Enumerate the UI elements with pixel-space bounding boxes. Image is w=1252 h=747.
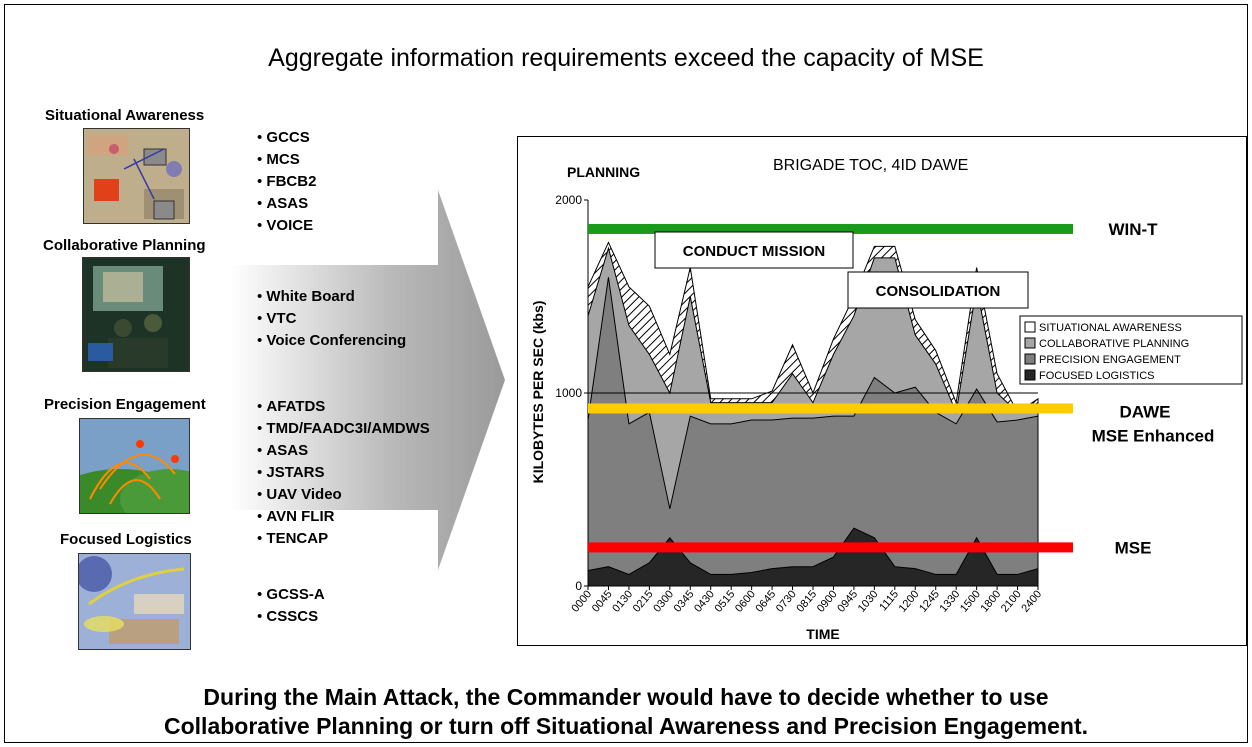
x-axis-label: TIME — [806, 626, 839, 642]
system-item: GCSS-A — [257, 584, 324, 606]
focused-logistics-image — [78, 553, 191, 650]
x-tick-label: 0600 — [733, 588, 758, 614]
annotation-box-consolidation — [847, 271, 1029, 309]
legend-swatch — [1024, 321, 1036, 333]
planning-label: PLANNING — [567, 164, 640, 180]
annotation-box-conduct-mission — [654, 231, 854, 269]
threshold-bar-mse — [588, 542, 1073, 553]
x-tick-label: 0900 — [815, 588, 840, 614]
threshold-bar-dawe — [588, 403, 1073, 414]
x-tick-label: 1245 — [917, 588, 942, 614]
situational-awareness-map-image — [83, 128, 190, 224]
system-item: White Board — [257, 286, 406, 308]
system-item: FBCB2 — [257, 171, 316, 193]
system-item: AFATDS — [257, 396, 430, 418]
x-tick-label: 0300 — [651, 588, 676, 614]
system-item: ASAS — [257, 440, 430, 462]
legend-label: SITUATIONAL AWARENESS — [1039, 322, 1182, 334]
x-tick-label: 2400 — [1019, 588, 1044, 614]
system-item: Voice Conferencing — [257, 330, 406, 352]
x-tick-label: 0730 — [774, 588, 799, 614]
legend-swatch — [1024, 353, 1036, 365]
section-title-collaborative-planning: Collaborative Planning — [43, 237, 206, 254]
section-title-focused-logistics: Focused Logistics — [60, 531, 192, 548]
x-tick-label: 0945 — [835, 588, 860, 614]
situational-awareness-systems: GCCS MCS FBCB2 ASAS VOICE — [257, 127, 316, 237]
x-tick-label: 0815 — [794, 588, 819, 614]
x-tick-label: 0345 — [672, 588, 697, 614]
x-tick-label: 1200 — [897, 588, 922, 614]
slide-title: Aggregate information requirements excee… — [268, 44, 984, 72]
x-tick-label: 2100 — [999, 588, 1024, 614]
legend-box — [1019, 315, 1243, 385]
x-tick-label: 1500 — [958, 588, 983, 614]
system-item: ASAS — [257, 193, 316, 215]
system-item: CSSCS — [257, 606, 325, 628]
system-item: UAV Video — [257, 484, 430, 506]
section-title-situational-awareness: Situational Awareness — [45, 107, 205, 124]
series-area-focused-logistics — [587, 527, 1039, 587]
system-item: VTC — [257, 308, 406, 330]
x-tick-label: 0645 — [753, 588, 778, 614]
legend-label: COLLABORATIVE PLANNING — [1039, 338, 1189, 350]
focused-logistics-systems: GCSS-A CSSCS — [257, 584, 325, 628]
system-item: VOICE — [257, 215, 316, 237]
precision-engagement-systems: AFATDS TMD/FAADC3I/AMDWS ASAS JSTARS UAV… — [257, 396, 430, 550]
x-tick-label: 1330 — [938, 588, 963, 614]
bottom-caption: During the Main Attack, the Commander wo… — [0, 683, 1252, 741]
annotation-conduct-mission: CONDUCT MISSION — [683, 243, 826, 260]
threshold-label-mse: MSE — [1115, 538, 1152, 557]
system-item: TMD/FAADC3I/AMDWS — [257, 418, 429, 440]
legend-swatch — [1024, 369, 1036, 381]
x-tick-label: 1115 — [877, 588, 901, 613]
system-item: JSTARS — [257, 462, 430, 484]
y-axis-label: KILOBYTES PER SEC (kbs) — [530, 301, 546, 484]
system-item: MCS — [257, 149, 316, 171]
annotation-consolidation: CONSOLIDATION — [876, 283, 1001, 300]
precision-engagement-image — [79, 418, 190, 514]
y-tick-label: 2000 — [555, 193, 582, 207]
section-title-precision-engagement: Precision Engagement — [44, 396, 206, 413]
series-area-precision-engagement — [587, 277, 1039, 587]
collaborative-planning-systems: White Board VTC Voice Conferencing — [257, 286, 406, 352]
x-tick-label: 1030 — [856, 588, 881, 614]
x-tick-label: 0130 — [610, 588, 635, 614]
bottom-caption-line-2: Collaborative Planning or turn off Situa… — [164, 713, 1088, 739]
y-tick-label: 0 — [575, 579, 582, 593]
threshold-bar-win-t — [588, 223, 1073, 234]
legend-label: PRECISION ENGAGEMENT — [1039, 354, 1181, 366]
x-tick-label: 0515 — [713, 588, 738, 614]
threshold-label-win-t: WIN-T — [1108, 220, 1158, 239]
system-item: GCCS — [257, 127, 316, 149]
collaborative-planning-photo — [82, 257, 190, 372]
system-item: AVN FLIR — [257, 506, 430, 528]
legend-label: FOCUSED LOGISTICS — [1039, 370, 1155, 382]
threshold-sublabel-mse-enhanced: MSE Enhanced — [1092, 426, 1215, 445]
legend-swatch — [1024, 337, 1036, 349]
system-item: TENCAP — [257, 528, 430, 550]
x-tick-label: 0000 — [569, 588, 594, 614]
y-tick-label: 1000 — [555, 386, 582, 400]
x-tick-label: 0430 — [692, 588, 717, 614]
chart-title: BRIGADE TOC, 4ID DAWE — [773, 157, 968, 174]
threshold-label-dawe: DAWE — [1120, 402, 1171, 421]
bandwidth-chart: 2000100000000004501300215030003450430051… — [530, 157, 1243, 642]
bottom-caption-line-1: During the Main Attack, the Commander wo… — [203, 684, 1049, 710]
x-tick-label: 0045 — [590, 588, 615, 614]
slide-frame — [4, 4, 1248, 743]
x-tick-label: 0215 — [631, 588, 656, 614]
x-tick-label: 1800 — [978, 588, 1003, 614]
